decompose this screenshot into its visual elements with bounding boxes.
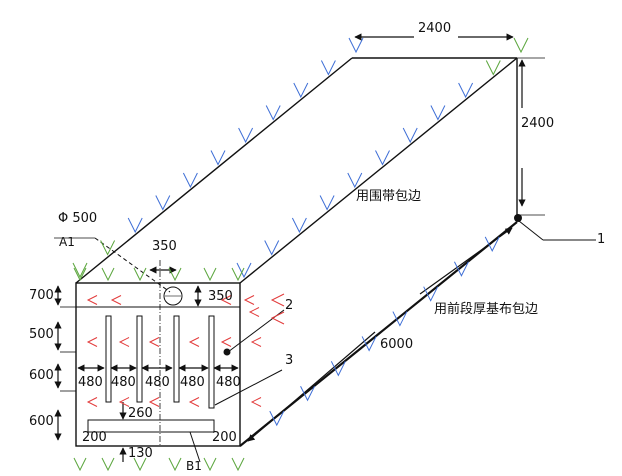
dim-line-6000-lower bbox=[247, 331, 376, 442]
stitch-mark bbox=[250, 337, 262, 347]
stitch-mark bbox=[203, 267, 217, 282]
label-phi500: Φ 500 bbox=[58, 211, 97, 226]
stitch-mark bbox=[110, 295, 122, 305]
stitch-mark bbox=[319, 195, 335, 211]
label-right-2400: 2400 bbox=[521, 116, 554, 131]
label-callout-3: 3 bbox=[285, 353, 293, 368]
stitch-mark bbox=[402, 127, 418, 144]
circular-opening bbox=[163, 286, 183, 306]
callout-1-dot bbox=[514, 214, 522, 222]
stitch-mark bbox=[118, 337, 130, 347]
label-350-v: 350 bbox=[208, 289, 233, 304]
stitch-mark bbox=[293, 82, 309, 99]
label-480-1: 480 bbox=[78, 375, 103, 390]
stitch-mark bbox=[73, 457, 87, 472]
stitch-mark bbox=[188, 337, 200, 347]
stitch-mark bbox=[220, 337, 232, 347]
stitch-mark bbox=[361, 336, 377, 352]
label-200-right: 200 bbox=[212, 430, 237, 445]
label-wrap-tape: 用围带包边 bbox=[356, 189, 421, 204]
label-130: 130 bbox=[128, 446, 153, 461]
label-480-5: 480 bbox=[216, 375, 241, 390]
stitch-mark bbox=[238, 127, 254, 144]
label-top-2400: 2400 bbox=[418, 21, 451, 36]
stitch-mark bbox=[320, 60, 336, 76]
stitch-mark bbox=[250, 397, 262, 407]
stitch-mark bbox=[220, 295, 232, 305]
stitch-mark bbox=[392, 311, 408, 327]
label-700: 700 bbox=[29, 288, 54, 303]
stitch-mark bbox=[291, 217, 307, 234]
stitch-marks bbox=[72, 37, 529, 472]
callout-2-dot bbox=[223, 348, 231, 356]
stitch-mark bbox=[484, 236, 500, 253]
stitch-mark bbox=[148, 397, 160, 407]
label-b1: B1 bbox=[186, 459, 202, 473]
label-callout-2: 2 bbox=[285, 298, 293, 313]
stitch-mark bbox=[330, 361, 346, 377]
stitch-mark bbox=[430, 105, 446, 121]
stitch-mark bbox=[270, 293, 285, 307]
stitch-mark bbox=[265, 105, 281, 121]
stitch-mark bbox=[133, 457, 147, 472]
label-480-2: 480 bbox=[111, 375, 136, 390]
stitch-mark bbox=[458, 82, 474, 99]
stitch-mark bbox=[264, 240, 280, 256]
stitch-mark bbox=[73, 267, 87, 282]
stitch-mark bbox=[347, 172, 363, 189]
stitch-mark bbox=[300, 385, 316, 402]
stitch-mark bbox=[72, 262, 88, 279]
stitch-mark bbox=[248, 307, 260, 317]
stitch-mark bbox=[485, 60, 501, 76]
stitch-mark bbox=[168, 457, 182, 472]
a1-leader bbox=[94, 237, 171, 293]
stitch-mark bbox=[188, 397, 200, 407]
stitch-mark bbox=[236, 262, 252, 279]
bottom-bar-b1 bbox=[87, 419, 215, 433]
label-480-3: 480 bbox=[145, 375, 170, 390]
stitch-mark bbox=[133, 267, 147, 282]
label-a1: A1 bbox=[59, 235, 75, 249]
support-bars bbox=[105, 315, 215, 409]
stitch-mark bbox=[86, 397, 98, 407]
stitch-mark bbox=[513, 37, 529, 54]
label-500: 500 bbox=[29, 327, 54, 342]
stitch-mark bbox=[270, 311, 285, 325]
stitch-mark bbox=[127, 217, 143, 234]
label-350-h: 350 bbox=[152, 239, 177, 254]
stitch-mark bbox=[423, 286, 439, 302]
label-wrap-cloth: 用前段厚基布包边 bbox=[434, 301, 538, 317]
label-6000: 6000 bbox=[380, 337, 413, 352]
stitch-mark bbox=[101, 267, 115, 282]
stitch-mark bbox=[148, 337, 160, 347]
label-600b: 600 bbox=[29, 414, 54, 429]
stitch-mark bbox=[375, 150, 390, 166]
stitch-mark bbox=[118, 397, 130, 407]
stitch-mark bbox=[243, 295, 255, 305]
label-600a: 600 bbox=[29, 368, 54, 383]
dim-line-6000-upper bbox=[419, 227, 513, 295]
stitch-mark bbox=[231, 267, 245, 282]
stitch-mark bbox=[182, 172, 198, 189]
stitch-mark bbox=[210, 150, 226, 166]
label-callout-1: 1 bbox=[597, 232, 605, 247]
stitch-mark bbox=[155, 195, 171, 211]
stitch-mark bbox=[348, 37, 364, 54]
stitch-mark bbox=[453, 261, 469, 277]
stitch-mark bbox=[231, 457, 245, 472]
stitch-mark bbox=[86, 295, 98, 305]
stitch-mark bbox=[101, 457, 115, 472]
stitch-mark bbox=[100, 240, 116, 256]
stitch-mark bbox=[86, 337, 98, 347]
stitch-mark bbox=[203, 457, 217, 472]
stitch-mark bbox=[168, 267, 182, 282]
label-200-left: 200 bbox=[82, 430, 107, 445]
stitch-mark bbox=[269, 410, 285, 427]
label-260: 260 bbox=[128, 406, 153, 421]
label-480-4: 480 bbox=[180, 375, 205, 390]
